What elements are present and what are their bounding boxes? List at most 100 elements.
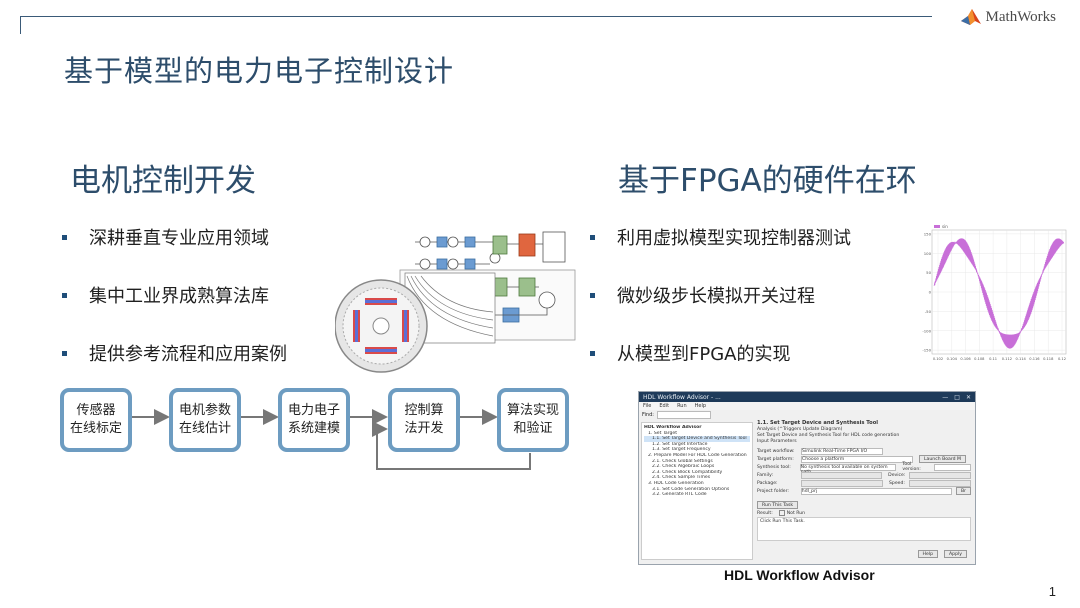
bullet-text: 利用虚拟模型实现控制器测试	[617, 228, 851, 249]
header-rule	[20, 16, 932, 17]
family-select[interactable]	[800, 471, 883, 479]
x-tick-label: 0.12	[1058, 357, 1066, 361]
device-label: Device:	[888, 472, 906, 478]
find-bar: Find:	[639, 410, 975, 420]
synthesis-tool-select[interactable]: No synthesis tool available on system pa…	[799, 463, 897, 475]
minimize-icon[interactable]: —	[942, 393, 949, 401]
bullet-text: 微妙级步长模拟开关过程	[617, 286, 815, 307]
left-bullet-2: 集中工业界成熟算法库	[62, 282, 269, 308]
bullet-marker	[590, 292, 595, 298]
y-tick-label: 0	[929, 290, 932, 295]
browse-button[interactable]: Br	[955, 487, 971, 495]
flow-step-implementation-verification: 算法实现 和验证	[497, 388, 569, 452]
tree-item[interactable]: 1.2. Set Target Interface	[652, 441, 708, 447]
legend-swatch	[934, 225, 940, 228]
flow-step-label: 控制算 法开发	[404, 403, 444, 436]
tree-item[interactable]: 2.3. Check Block Compatibility	[652, 469, 723, 475]
run-this-task-button[interactable]: Run This Task	[757, 501, 799, 509]
menu-edit[interactable]: Edit	[659, 403, 670, 409]
menu-bar: File Edit Run Help	[639, 402, 975, 410]
flow-step-label: 传感器 在线标定	[69, 403, 122, 436]
page-number: 1	[1048, 584, 1056, 599]
panel-description: Set Target Device and Synthesis Tool for…	[757, 433, 900, 438]
tree-item[interactable]: 3.2. Generate RTL Code	[652, 492, 707, 498]
y-tick-label: -50	[925, 309, 932, 314]
window-titlebar: HDL Workflow Advisor - ... — □ ✕	[639, 392, 975, 402]
legend-label: sin	[942, 224, 948, 229]
tree-item[interactable]: 1. Set Target	[648, 430, 678, 436]
window-title: HDL Workflow Advisor - ...	[643, 393, 721, 401]
result-label: Result:	[757, 510, 773, 516]
project-folder-input[interactable]: hdl_prj	[800, 487, 952, 495]
panel-subtitle: Analysis (^Triggers Update Diagram)	[757, 427, 843, 432]
y-tick-labels: 150 100 50 0 -50 -100 -150	[922, 231, 931, 352]
x-tick-label: 0.118	[1043, 357, 1054, 361]
tree-item[interactable]: 2.4. Check Sample Times	[652, 475, 711, 481]
find-input[interactable]	[656, 411, 711, 419]
y-tick-label: 50	[926, 270, 931, 275]
x-tick-label: 0.116	[1029, 357, 1040, 361]
field-package: Package: Speed:	[757, 479, 971, 487]
bullet-marker	[590, 234, 595, 240]
result-status: Not Run	[786, 510, 806, 516]
tree-item[interactable]: 3. HDL Code Generation	[648, 480, 704, 486]
target-workflow-select[interactable]: Simulink Real-Time FPGA I/O	[801, 447, 883, 455]
task-panel: 1.1. Set Target Device and Synthesis Too…	[757, 420, 972, 560]
mathworks-logo: MathWorks	[960, 6, 1056, 28]
flow-step-sensor-calibration: 传感器 在线标定	[60, 388, 132, 452]
menu-run[interactable]: Run	[677, 403, 687, 409]
field-target-workflow: Target workflow: Simulink Real-Time FPGA…	[757, 447, 971, 455]
x-tick-label: 0.112	[1002, 357, 1012, 361]
right-bullet-3: 从模型到FPGA的实现	[590, 340, 790, 366]
y-tick-label: 150	[924, 231, 932, 236]
menu-file[interactable]: File	[643, 403, 652, 409]
page-title: 基于模型的电力电子控制设计	[64, 54, 455, 88]
tree-item[interactable]: 3.1. Set Code Generation Options	[652, 486, 730, 492]
package-select[interactable]	[801, 479, 883, 487]
panel-title: 1.1. Set Target Device and Synthesis Too…	[757, 420, 879, 426]
maximize-icon[interactable]: □	[954, 393, 960, 401]
help-button[interactable]: Help	[917, 550, 939, 558]
tree-item[interactable]: 2. Prepare Model For HDL Code Generation	[648, 452, 747, 458]
header-corner-rule	[20, 16, 21, 34]
menu-help[interactable]: Help	[694, 403, 707, 409]
right-heading: 基于FPGA的硬件在环	[618, 163, 917, 199]
tool-version-label: Tool version:	[902, 462, 921, 472]
field-project-folder: Project folder: hdl_prj Br	[757, 487, 971, 495]
membrane-icon	[960, 9, 981, 25]
result-output: Click Run This Task.	[757, 517, 971, 541]
left-bullet-3: 提供参考流程和应用案例	[62, 340, 287, 366]
x-tick-label: 0.11	[989, 357, 997, 361]
field-label: Family:	[757, 472, 773, 478]
flow-connectors	[130, 409, 531, 470]
tree-item[interactable]: 1.3. Set Target Frequency	[652, 447, 711, 453]
device-select[interactable]	[909, 471, 971, 479]
right-bullet-1: 利用虚拟模型实现控制器测试	[590, 224, 851, 250]
bullet-text: 提供参考流程和应用案例	[89, 344, 287, 365]
hdl-workflow-advisor-window: HDL Workflow Advisor - ... — □ ✕ File Ed…	[638, 391, 976, 565]
tree-item[interactable]: 2.2. Check Algebraic Loops	[652, 464, 715, 470]
field-label: Target platform:	[757, 456, 794, 462]
x-tick-label: 0.106	[960, 357, 971, 361]
bullet-marker	[590, 350, 595, 356]
y-tick-label: 100	[924, 251, 932, 256]
find-label: Find:	[642, 412, 654, 418]
field-label: Package:	[757, 480, 778, 486]
tree-item[interactable]: HDL Workflow Advisor	[644, 425, 702, 430]
tool-version-input[interactable]	[934, 463, 972, 471]
right-bullet-2: 微妙级步长模拟开关过程	[590, 282, 815, 308]
flow-step-label: 电力电子 系统建模	[287, 403, 340, 436]
tree-item-selected[interactable]: 1.1. Set Target Device and Synthesis Too…	[644, 436, 750, 442]
speed-select[interactable]	[908, 479, 971, 487]
x-tick-label: 0.108	[974, 357, 985, 361]
flow-step-parameter-estimation: 电机参数 在线估计	[169, 388, 241, 452]
target-platform-select[interactable]: Choose a platform	[801, 455, 913, 463]
y-tick-label: -100	[922, 328, 931, 333]
launch-board-manager-button[interactable]: Launch Board M	[919, 455, 967, 463]
y-tick-label: -150	[922, 348, 931, 353]
motor-control-illustration	[335, 231, 576, 373]
apply-button[interactable]: Apply	[944, 550, 967, 558]
close-icon[interactable]: ✕	[965, 393, 971, 401]
task-tree: HDL Workflow Advisor 1. Set Target 1.1. …	[641, 422, 753, 560]
tree-item[interactable]: 2.1. Check Global Settings	[652, 458, 713, 464]
